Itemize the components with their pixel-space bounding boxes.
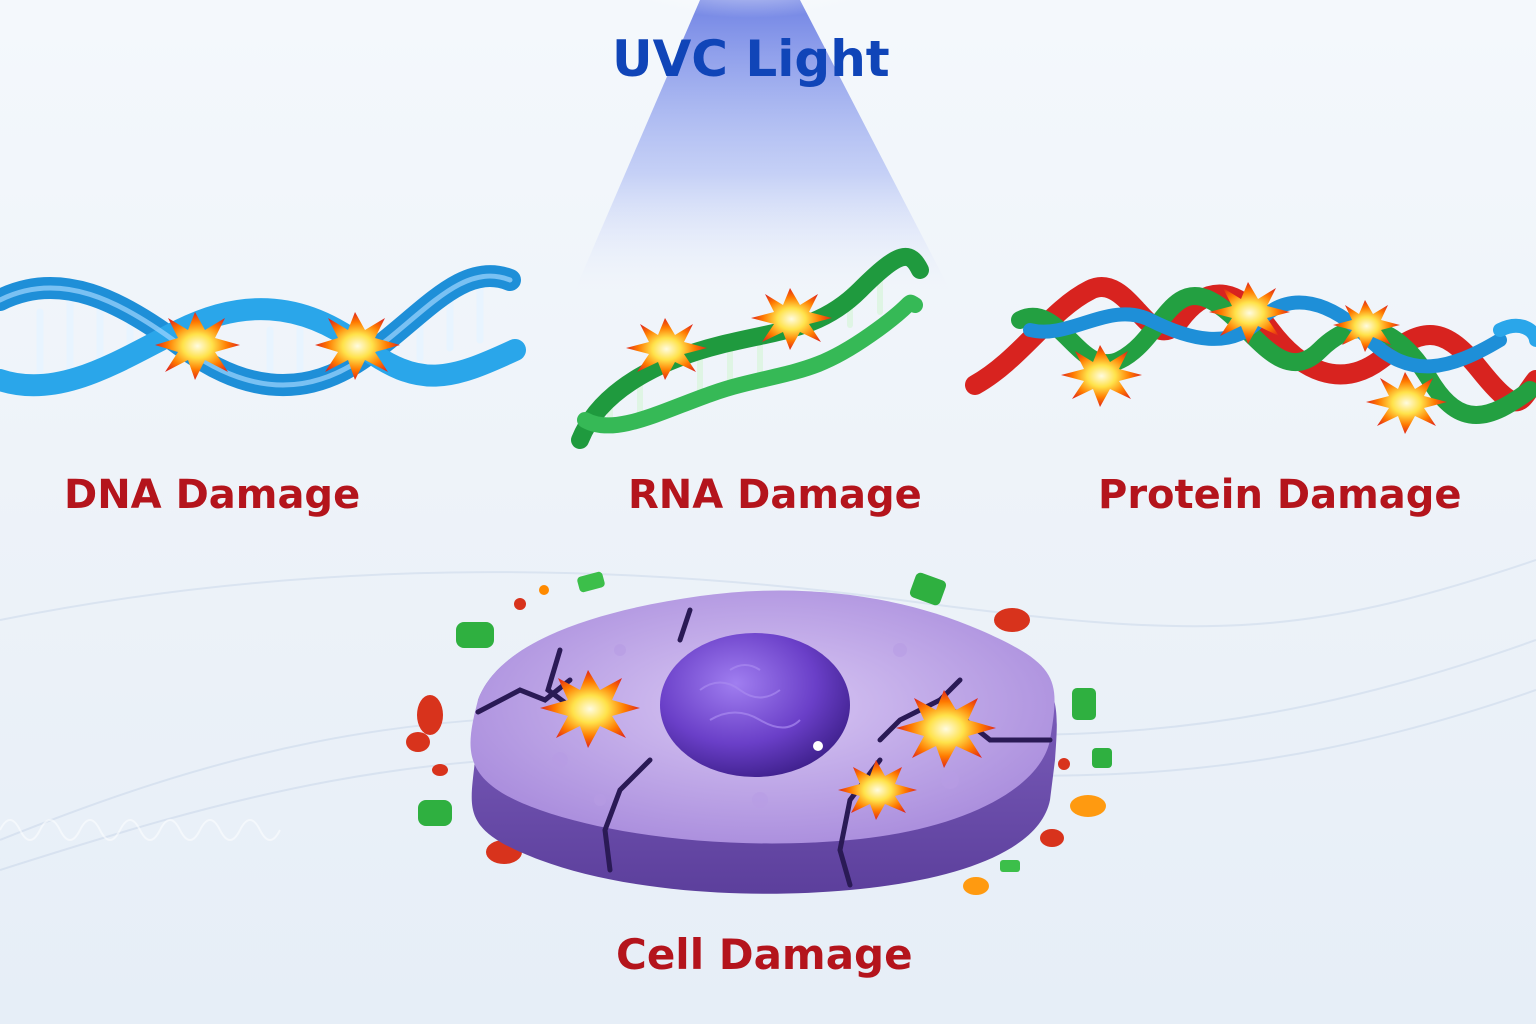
cell-debris <box>406 571 1112 895</box>
uvc-light-title: UVC Light <box>612 30 890 88</box>
uv-light-beam-icon <box>575 0 950 290</box>
explosion-burst-icon <box>1061 282 1447 434</box>
nucleus <box>660 633 850 777</box>
cell-damage-label: Cell Damage <box>616 930 913 979</box>
protein-damage-label: Protein Damage <box>1098 472 1462 518</box>
explosion-burst-icon <box>155 312 400 380</box>
dna-damage-label: DNA Damage <box>64 472 361 518</box>
explosion-burst-icon <box>626 288 832 380</box>
explosion-burst-icon <box>540 670 996 820</box>
rna-damage-label: RNA Damage <box>628 472 922 518</box>
